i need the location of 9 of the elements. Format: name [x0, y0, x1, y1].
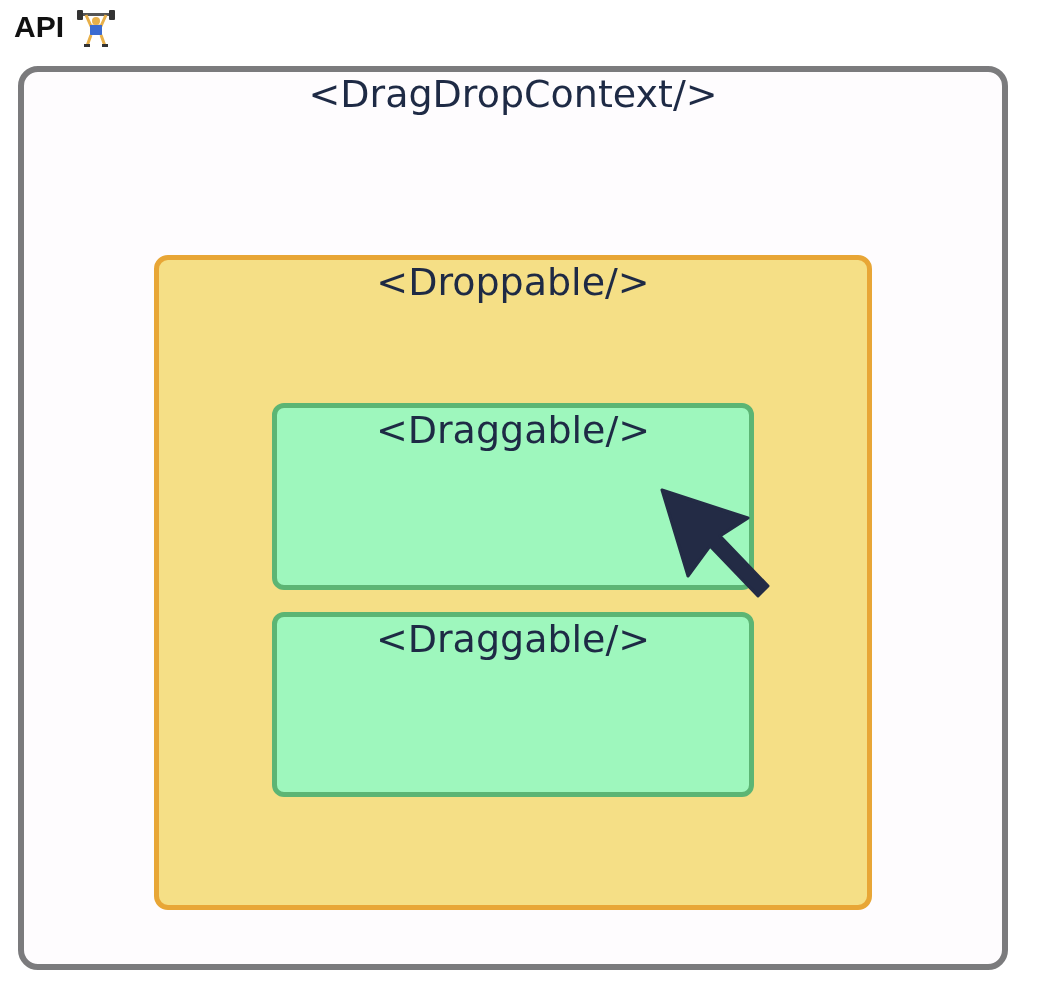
component-label: <Draggable/> [374, 408, 652, 452]
component-label: <Draggable/> [374, 617, 652, 661]
context-box [18, 66, 1008, 970]
draggable-box [272, 612, 754, 797]
component-label: <Droppable/> [375, 260, 651, 304]
draggable-box [272, 403, 754, 590]
component-label: <DragDropContext/> [307, 72, 719, 116]
droppable-box [154, 255, 872, 910]
title: API [14, 10, 64, 44]
